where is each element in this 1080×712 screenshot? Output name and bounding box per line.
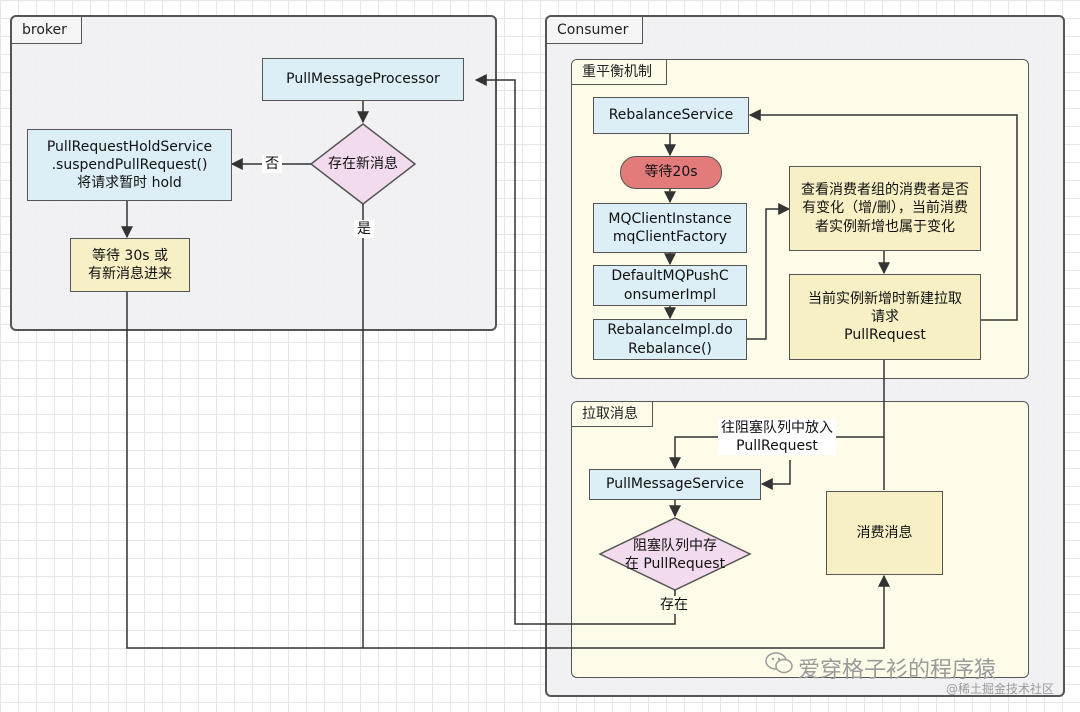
yes-label: 是	[354, 220, 374, 239]
default-push-line1: DefaultMQPushC	[611, 268, 729, 285]
pull-message-processor: PullMessageProcessor	[262, 58, 464, 101]
put-queue-label: 往阻塞队列中放入 PullRequest	[718, 419, 836, 456]
wait-30s: 等待 30s 或 有新消息进来	[70, 238, 190, 292]
wechat-icon	[765, 652, 793, 674]
wait-30s-line1: 等待 30s 或	[91, 247, 168, 264]
create-request-line1: 当前实例新增时新建拉取	[808, 290, 962, 307]
pull-message-service-label: PullMessageService	[606, 476, 744, 493]
hold-service-line1: PullRequestHoldService	[46, 138, 213, 155]
rebalance-impl: RebalanceImpl.do Rebalance()	[593, 319, 747, 360]
watermark-text: 爱穿格子衫的程序猿	[798, 658, 997, 683]
mq-client-line1: MQClientInstance	[608, 210, 732, 227]
consume-message-label: 消费消息	[856, 524, 913, 541]
pull-frame-label: 拉取消息	[572, 402, 653, 427]
queue-has-line2: 在 PullRequest	[624, 556, 726, 572]
put-queue-line2: PullRequest	[736, 438, 818, 455]
create-request-line2: 请求	[871, 308, 899, 325]
rebalance-impl-line1: RebalanceImpl.do	[607, 322, 733, 339]
default-mq-push-consumer-impl: DefaultMQPushC onsumerImpl	[593, 265, 747, 306]
no-label: 否	[262, 155, 282, 174]
wait-20s: 等待20s	[620, 156, 722, 189]
consumer-frame-label: Consumer	[547, 17, 644, 44]
rebalance-service: RebalanceService	[593, 97, 749, 134]
broker-frame-label: broker	[12, 17, 82, 44]
create-pull-request: 当前实例新增时新建拉取 请求 PullRequest	[789, 274, 981, 360]
queue-has-label: 阻塞队列中存 在 PullRequest	[606, 535, 744, 575]
has-new-message-label: 存在新消息	[328, 155, 398, 172]
rebalance-frame-label: 重平衡机制	[572, 60, 667, 85]
hold-service-line3: 将请求暂时 hold	[77, 175, 182, 192]
watermark-sub: @稀土掘金技术社区	[946, 682, 1055, 696]
hold-service-line2: .suspendPullRequest()	[51, 156, 208, 173]
exists-label: 存在	[657, 596, 691, 615]
consume-message: 消费消息	[826, 491, 943, 575]
default-push-line2: onsumerImpl	[623, 286, 717, 303]
pull-message-processor-label: PullMessageProcessor	[286, 71, 440, 88]
create-request-line3: PullRequest	[844, 327, 926, 344]
check-consumers-label: 查看消费者组的消费者是否有变化（增/删），当前消费者实例新增也属于变化	[801, 182, 969, 235]
rebalance-impl-line2: Rebalance()	[628, 340, 712, 357]
mq-client-instance: MQClientInstance mqClientFactory	[593, 203, 747, 253]
wait-20s-label: 等待20s	[644, 164, 698, 181]
rebalance-service-label: RebalanceService	[608, 107, 734, 124]
pull-message-service: PullMessageService	[589, 469, 761, 500]
pull-request-hold-service: PullRequestHoldService .suspendPullReque…	[27, 129, 232, 201]
check-consumers: 查看消费者组的消费者是否有变化（增/删），当前消费者实例新增也属于变化	[789, 166, 981, 251]
put-queue-line1: 往阻塞队列中放入	[721, 420, 833, 436]
mq-client-line2: mqClientFactory	[612, 229, 728, 245]
wait-30s-line2: 有新消息进来	[88, 266, 172, 282]
queue-has-line1: 阻塞队列中存	[633, 537, 717, 554]
